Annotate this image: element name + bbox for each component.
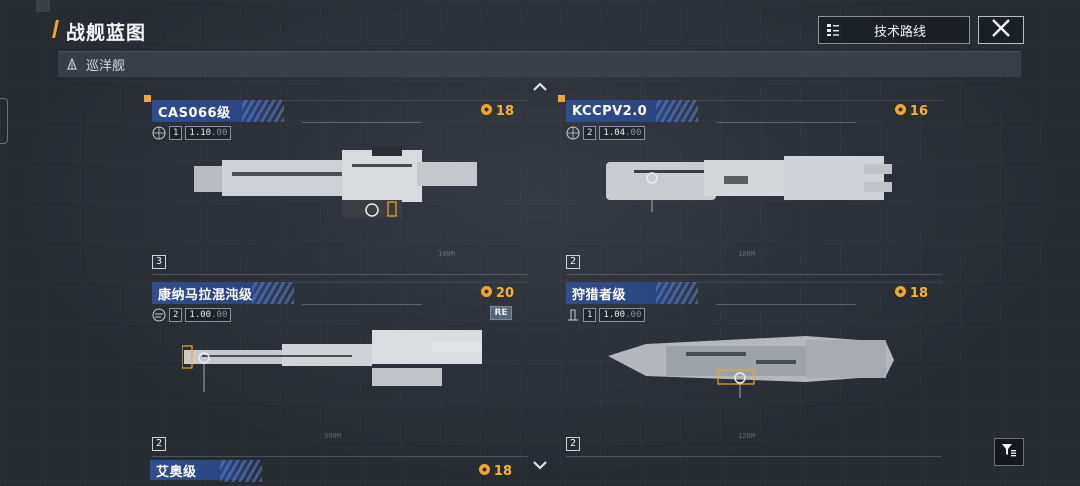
ship-tier-badge: 2	[566, 437, 580, 451]
corner-marker	[36, 0, 50, 12]
scroll-down-button[interactable]	[531, 456, 549, 470]
resource-coin-icon	[478, 463, 491, 480]
filter-button[interactable]	[994, 438, 1024, 466]
scroll-up-button[interactable]	[531, 78, 549, 91]
stat-value: 1.00.00	[599, 308, 646, 322]
re-badge: RE	[490, 306, 512, 320]
ship-name-tag: 艾奥级	[150, 460, 262, 482]
ship-blueprint-image	[194, 146, 477, 218]
tech-route-label: 技术路线	[873, 24, 926, 40]
globe-icon	[566, 126, 580, 140]
ruler-label: 100M	[438, 250, 455, 258]
tech-route-button[interactable]: 技术路线	[818, 16, 970, 44]
fleet-icon	[152, 308, 166, 322]
stat-value: 1.00.00	[185, 308, 232, 322]
cruiser-class-icon	[66, 55, 78, 74]
close-icon	[991, 18, 1011, 42]
leader-line	[716, 122, 856, 123]
ship-cost: 20	[480, 285, 514, 302]
ship-blueprint-image	[606, 156, 892, 212]
filter-icon	[1001, 442, 1017, 462]
cost-value: 18	[493, 464, 512, 479]
stat-level: 2	[169, 308, 183, 322]
ruler-label: 100M	[738, 250, 755, 258]
ship-tier-badge: 3	[152, 255, 166, 269]
resource-coin-icon	[480, 103, 493, 120]
ship-tier-badge: 2	[566, 255, 580, 269]
ship-cost: 18	[894, 285, 928, 302]
ship-name: 艾奥级	[156, 464, 197, 480]
cost-value: 18	[495, 104, 514, 119]
category-label: 巡洋舰	[86, 59, 126, 74]
ship-name-tag: CAS066级	[152, 100, 284, 122]
selected-marker	[144, 95, 151, 102]
stat-level: 1	[169, 126, 183, 140]
ship-stats: 1 1.10.00	[152, 126, 232, 140]
ship-card-partial[interactable]: 艾奥级 18	[150, 460, 526, 486]
ship-tier-badge: 2	[152, 437, 166, 451]
cost-value: 16	[909, 104, 928, 119]
resource-coin-icon	[894, 103, 907, 120]
stat-level: 2	[583, 126, 597, 140]
ruler-label: 300M	[324, 432, 341, 440]
tech-tree-icon	[819, 17, 847, 43]
ship-card-kccpv2[interactable]: KCCPV2.0 16 2 1.04.00 100M 2	[558, 95, 942, 275]
leader-line	[302, 122, 422, 123]
ship-name: 康纳马拉混沌级	[158, 287, 253, 303]
ship-name: KCCPV2.0	[572, 103, 648, 119]
stat-value: 1.10.00	[185, 126, 232, 140]
ship-cost: 18	[480, 103, 514, 120]
leader-line	[302, 304, 422, 305]
ship-name: 狩猎者级	[572, 287, 627, 303]
ship-stats: 1 1.00.00	[566, 308, 646, 322]
ship-blueprint-image	[182, 330, 482, 392]
tower-icon	[566, 308, 580, 322]
ship-cost: 16	[894, 103, 928, 120]
side-drawer-handle[interactable]	[0, 98, 8, 144]
ship-card-hunter[interactable]: 狩猎者级 18 1 1.00.00 120M 2	[566, 282, 942, 457]
ship-card-cas066[interactable]: CAS066级 18 1 1.10.00 100M 3	[144, 95, 528, 275]
leader-line	[716, 304, 856, 305]
chevron-down-icon	[531, 456, 549, 475]
ship-blueprint-image	[608, 336, 894, 398]
selected-marker	[558, 95, 565, 102]
ship-name-tag: 狩猎者级	[566, 282, 698, 304]
ship-cost: 18	[478, 463, 512, 480]
ship-name-tag: KCCPV2.0	[566, 100, 698, 122]
ship-stats: 2 1.00.00	[152, 308, 232, 322]
category-bar: 巡洋舰	[58, 51, 1021, 77]
cost-value: 20	[495, 286, 514, 301]
resource-coin-icon	[480, 285, 493, 302]
card-frame	[566, 100, 942, 275]
ship-stats: 2 1.04.00	[566, 126, 646, 140]
ruler-label: 120M	[738, 432, 755, 440]
cost-value: 18	[909, 286, 928, 301]
ship-name: CAS066级	[158, 105, 231, 121]
card-frame	[566, 282, 942, 457]
resource-coin-icon	[894, 285, 907, 302]
globe-icon	[152, 126, 166, 140]
card-frame	[152, 282, 528, 457]
close-button[interactable]	[978, 16, 1024, 44]
ship-card-connemara-chaos[interactable]: 康纳马拉混沌级 20 2 1.00.00 RE 300M 2	[152, 282, 528, 457]
stat-value: 1.04.00	[599, 126, 646, 140]
chevron-up-icon	[531, 78, 549, 97]
page-title: 战舰蓝图	[66, 22, 147, 44]
ship-name-tag: 康纳马拉混沌级	[152, 282, 294, 304]
card-frame	[152, 100, 528, 275]
stat-level: 1	[583, 308, 597, 322]
